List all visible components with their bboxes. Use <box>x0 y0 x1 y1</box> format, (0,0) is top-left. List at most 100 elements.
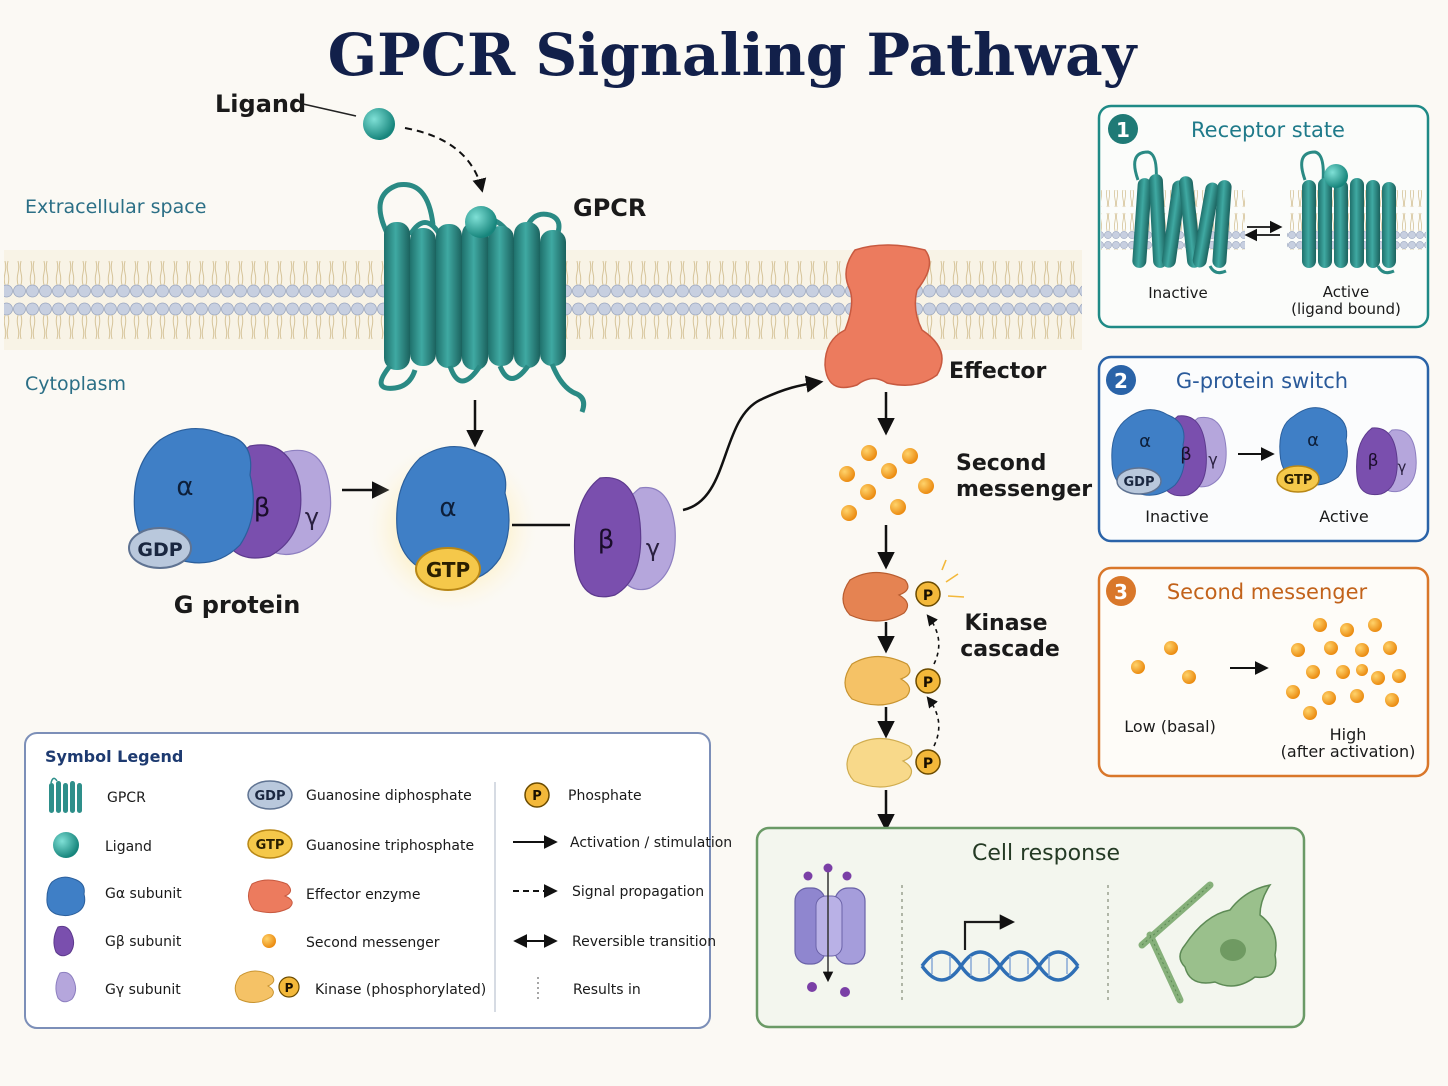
ligand-pointer-line <box>302 103 357 117</box>
legend-label-results-in: Results in <box>573 982 641 998</box>
receptor-inactive-label: Inactive <box>1148 284 1208 302</box>
second-messenger-panel-number: 3 <box>1114 580 1128 604</box>
switch-active-gtp: GTP <box>1284 473 1313 488</box>
second-messenger-icon <box>262 934 276 948</box>
cytoplasm-label: Cytoplasm <box>25 373 126 395</box>
gtp-icon <box>247 829 293 859</box>
cell-response-title: Cell response <box>972 841 1120 866</box>
legend-label-kinase: Kinase (phosphorylated) <box>315 982 486 998</box>
receptor-state-number: 1 <box>1116 118 1130 142</box>
gtp-label: GTP <box>426 558 470 582</box>
gdp-icon <box>247 780 293 810</box>
legend-label-g-beta: Gβ subunit <box>105 934 182 950</box>
g-gamma-free-label: γ <box>646 534 660 562</box>
legend-label-reversible: Reversible transition <box>572 934 716 950</box>
dna-transcription-icon <box>920 914 1080 982</box>
switch-active-gamma: γ <box>1398 458 1407 476</box>
second-messenger-panel <box>1097 566 1430 778</box>
messenger-high-label-line2: (after activation) <box>1281 742 1416 761</box>
g-alpha-active-label: α <box>439 493 456 523</box>
gdp-label: GDP <box>137 539 182 561</box>
g-protein-gamma-label: γ <box>305 503 319 531</box>
phosphate-icon <box>524 782 550 808</box>
receptor-inactive-icon <box>1132 150 1232 275</box>
legend-label-phosphate: Phosphate <box>568 788 642 804</box>
symbol-legend <box>24 732 711 1029</box>
legend-label-g-alpha: Gα subunit <box>105 886 182 902</box>
kinase-label-line1: Kinase <box>964 611 1047 636</box>
switch-active-label: Active <box>1319 507 1369 526</box>
g-alpha-icon <box>46 876 86 917</box>
messenger-low-icon <box>1131 641 1196 684</box>
ligand-legend-icon <box>53 832 79 858</box>
legend-label-gtp: Guanosine triphosphate <box>306 838 474 854</box>
phosphate-dashed-arrow-1 <box>926 614 940 665</box>
receptor-active-label-line1: Active <box>1323 283 1369 301</box>
legend-kinase-phosphate-badge: P <box>285 981 294 995</box>
effector-icon <box>248 879 293 914</box>
legend-label-signal-propagation: Signal propagation <box>572 884 704 900</box>
g-protein-label: G protein <box>174 591 301 619</box>
legend-gdp-badge: GDP <box>255 789 286 804</box>
g-protein-switch-title: G-protein switch <box>1176 369 1348 393</box>
phosphate-dashed-arrow-2 <box>926 696 940 747</box>
receptor-active-icon <box>1300 150 1396 275</box>
g-alpha-active <box>396 445 510 582</box>
svg-text:P: P <box>923 588 933 604</box>
ligand-binding-dashed-arrow <box>404 127 487 193</box>
kinase-2: P <box>844 655 941 706</box>
switch-active-alpha: α <box>1307 430 1319 451</box>
gpcr-receptor <box>377 182 587 413</box>
legend-label-gpcr: GPCR <box>107 790 146 806</box>
legend-label-effector: Effector enzyme <box>306 887 420 903</box>
legend-label-activation: Activation / stimulation <box>570 835 732 851</box>
switch-inactive-label: Inactive <box>1145 507 1209 526</box>
kinase-3: P <box>846 737 941 788</box>
switch-inactive-beta: β <box>1180 444 1192 465</box>
receptor-active-label-line2: (ligand bound) <box>1291 300 1401 318</box>
second-messengers <box>839 445 934 521</box>
switch-inactive-alpha: α <box>1139 431 1151 452</box>
legend-label-ligand: Ligand <box>105 839 152 855</box>
switch-active-beta: β <box>1368 451 1379 471</box>
kinase-1: P <box>842 559 965 622</box>
gtp-badge <box>415 547 481 591</box>
g-beta-free <box>573 476 642 598</box>
g-protein-alpha-label: α <box>176 472 193 502</box>
ligand-icon <box>363 108 395 140</box>
switch-inactive-gamma: γ <box>1208 450 1217 469</box>
g-beta-free-label: β <box>598 525 615 555</box>
effector-label: Effector <box>949 359 1046 384</box>
kinase-label-line2: cascade <box>960 637 1060 662</box>
cell-response-panel <box>755 826 1306 1029</box>
effector-enzyme <box>824 244 943 389</box>
messenger-high-label-line1: High <box>1330 725 1367 744</box>
g-protein-active-small-icon <box>1276 407 1417 496</box>
cell-morphology-icon <box>1138 881 1277 1004</box>
gpcr-icon <box>49 777 82 813</box>
svg-text:P: P <box>923 756 933 772</box>
g-protein-inactive <box>128 427 332 569</box>
legend-title: Symbol Legend <box>45 747 183 766</box>
extracellular-label: Extracellular space <box>25 196 206 218</box>
g-gamma-icon <box>55 971 77 1003</box>
messenger-low-label: Low (basal) <box>1124 717 1216 736</box>
g-beta-icon <box>53 925 75 957</box>
g-protein-inactive-small-icon <box>1111 409 1227 497</box>
gpcr-label: GPCR <box>573 194 646 222</box>
g-protein-switch-panel <box>1097 355 1430 543</box>
ligand-label: Ligand <box>215 90 306 118</box>
page-title: GPCR Signaling Pathway <box>328 21 1139 89</box>
legend-phosphate-badge: P <box>532 789 542 804</box>
switch-inactive-gdp: GDP <box>1124 475 1155 490</box>
second-messenger-label-line1: Second <box>956 451 1046 476</box>
effector-activation-arrow <box>682 375 824 512</box>
legend-label-gdp: Guanosine diphosphate <box>306 788 472 804</box>
ion-channel-icon <box>794 863 866 997</box>
svg-text:P: P <box>923 675 933 691</box>
kinase-icon <box>234 970 275 1003</box>
second-messenger-label-line2: messenger <box>956 477 1092 502</box>
receptor-state-panel <box>1097 104 1430 329</box>
second-messenger-panel-title: Second messenger <box>1167 580 1368 604</box>
